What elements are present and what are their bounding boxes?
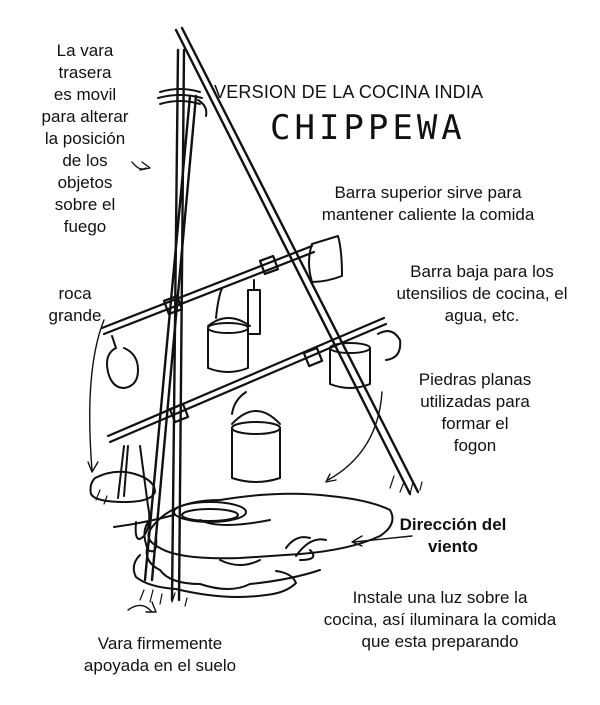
label-line: Piedras planas [418, 370, 532, 389]
label-line: sobre el [54, 195, 116, 214]
label-line: roca [58, 284, 92, 303]
hanging-flask [247, 279, 261, 335]
label-pole-ground: Vara firmemente apoyada en el suelo [60, 633, 260, 677]
label-line: fogon [453, 436, 497, 455]
label-line: formar el [441, 414, 509, 433]
top-lashing [157, 88, 208, 117]
label-line: para alterar [41, 107, 129, 126]
hanging-bag [106, 335, 139, 389]
label-install-light: Instale una luz sobre la cocina, así ilu… [300, 587, 580, 653]
label-line: apoyada en el suelo [83, 656, 237, 675]
label-line: Instale una luz sobre la [352, 588, 528, 607]
upper-pot [207, 287, 251, 373]
label-line: utilizadas para [420, 392, 530, 411]
label-line: Dirección del [399, 515, 507, 534]
label-line: Barra baja para los [410, 262, 554, 281]
title-chippewa: CHIPPEWA [270, 108, 466, 148]
label-line: utensilios de cocina, el [396, 284, 568, 303]
title-version-line: VERSION DE LA COCINA INDIA [214, 82, 484, 102]
label-low-bar: Barra baja para los utensilios de cocina… [372, 261, 592, 327]
towel [308, 235, 343, 283]
right-pot [329, 330, 402, 389]
label-line: objetos [57, 173, 113, 192]
label-line: grande [48, 306, 102, 325]
label-back-pole: La vara trasera es movil para alterar la… [30, 40, 140, 238]
upper-bar [100, 244, 316, 336]
label-line: viento [427, 537, 479, 556]
label-rock: roca grande [30, 283, 120, 327]
label-line: trasera [58, 63, 112, 82]
label-line: cocina, así iluminara la comida [323, 610, 557, 629]
label-wind-direction: Dirección del viento [378, 514, 528, 558]
label-line: que esta preparando [361, 632, 519, 651]
label-line: es movil [53, 85, 117, 104]
frying-pan [113, 501, 327, 557]
label-line: fuego [63, 217, 107, 236]
label-flat-stones: Piedras planas utilizadas para formar el… [395, 369, 555, 457]
annotation-arrows [87, 161, 413, 613]
label-line: mantener caliente la comida [321, 205, 535, 224]
label-line: agua, etc. [444, 306, 520, 325]
lower-pot [231, 391, 281, 483]
utensils [117, 445, 158, 553]
label-line: Vara firmemente [97, 634, 223, 653]
label-line: de los [62, 151, 108, 170]
label-line: Barra superior sirve para [334, 183, 522, 202]
label-line: La vara [56, 41, 114, 60]
label-line: la posición [44, 129, 126, 148]
label-top-bar: Barra superior sirve para mantener calie… [298, 182, 558, 226]
